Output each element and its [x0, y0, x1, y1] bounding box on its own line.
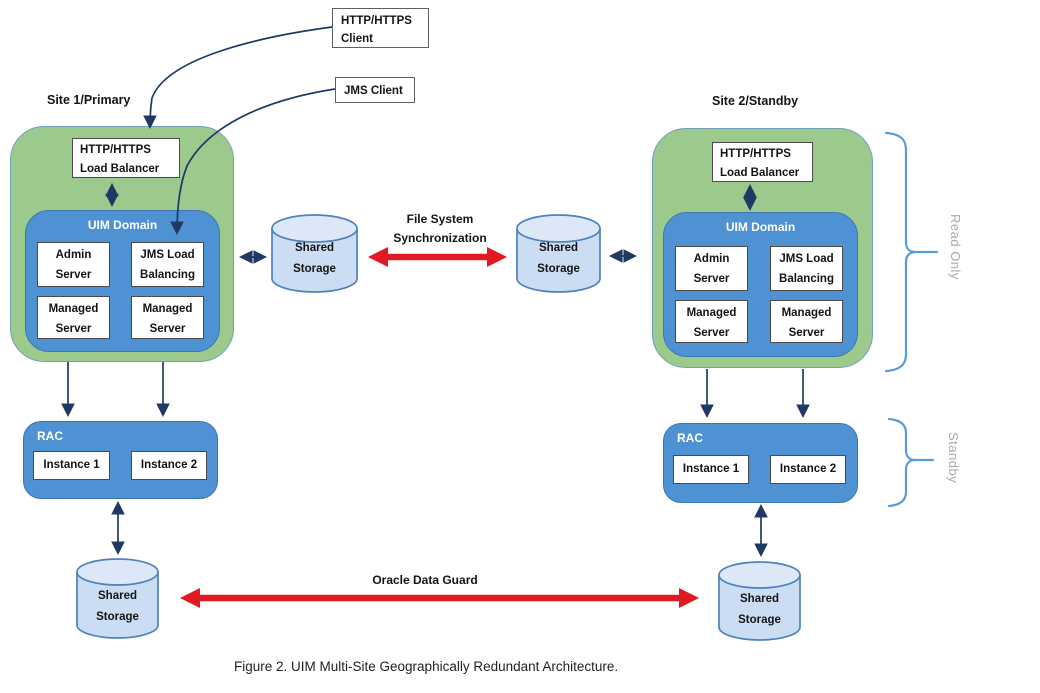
data-guard-label: Oracle Data Guard: [372, 573, 478, 587]
standby-brace: [887, 417, 935, 508]
site2-mid-storage-label: Shared Storage: [537, 242, 580, 275]
site2-instance1-box: Instance 1: [673, 455, 749, 484]
site1-load-balancer-box: HTTP/HTTPS Load Balancer: [72, 138, 180, 178]
file-sync-label: File System Synchronization: [393, 212, 487, 245]
site2-uim-domain-title: UIM Domain: [725, 220, 796, 234]
site2-title: Site 2/Standby: [712, 94, 799, 108]
site2-jms-load-balancing-box: JMS Load Balancing: [770, 246, 843, 291]
site1-instance1-box: Instance 1: [33, 451, 110, 480]
site1-admin-server-box: Admin Server: [37, 242, 110, 287]
site1-instance2-box: Instance 2: [131, 451, 207, 480]
site1-managed-server-box-1: Managed Server: [37, 296, 110, 339]
standby-label: Standby: [946, 432, 961, 484]
read-only-label: Read Only: [948, 214, 963, 280]
site2-admin-server-box: Admin Server: [675, 246, 748, 291]
site1-mid-storage-label: Shared Storage: [293, 242, 336, 275]
site1-jms-load-balancing-box: JMS Load Balancing: [131, 242, 204, 287]
site1-title: Site 1/Primary: [47, 93, 131, 107]
site1-uim-domain-title: UIM Domain: [87, 218, 158, 232]
site1-managed-server-box-2: Managed Server: [131, 296, 204, 339]
http-client-arrow: [143, 26, 333, 130]
http-client-box: HTTP/HTTPS Client: [332, 8, 429, 48]
site1-db-storage-label: Shared Storage: [96, 590, 139, 623]
site2-rac-title: RAC: [677, 431, 703, 445]
read-only-brace: [884, 131, 939, 373]
site1-rac-title: RAC: [37, 429, 63, 443]
figure-caption: Figure 2. UIM Multi-Site Geographically …: [234, 659, 619, 674]
site2-load-balancer-box: HTTP/HTTPS Load Balancer: [712, 142, 813, 182]
site2-db-storage-label: Shared Storage: [738, 593, 781, 626]
site2-instance2-box: Instance 2: [770, 455, 846, 484]
jms-client-box: JMS Client: [335, 77, 415, 103]
site2-managed-server-box-2: Managed Server: [770, 300, 843, 343]
site2-managed-server-box-1: Managed Server: [675, 300, 748, 343]
